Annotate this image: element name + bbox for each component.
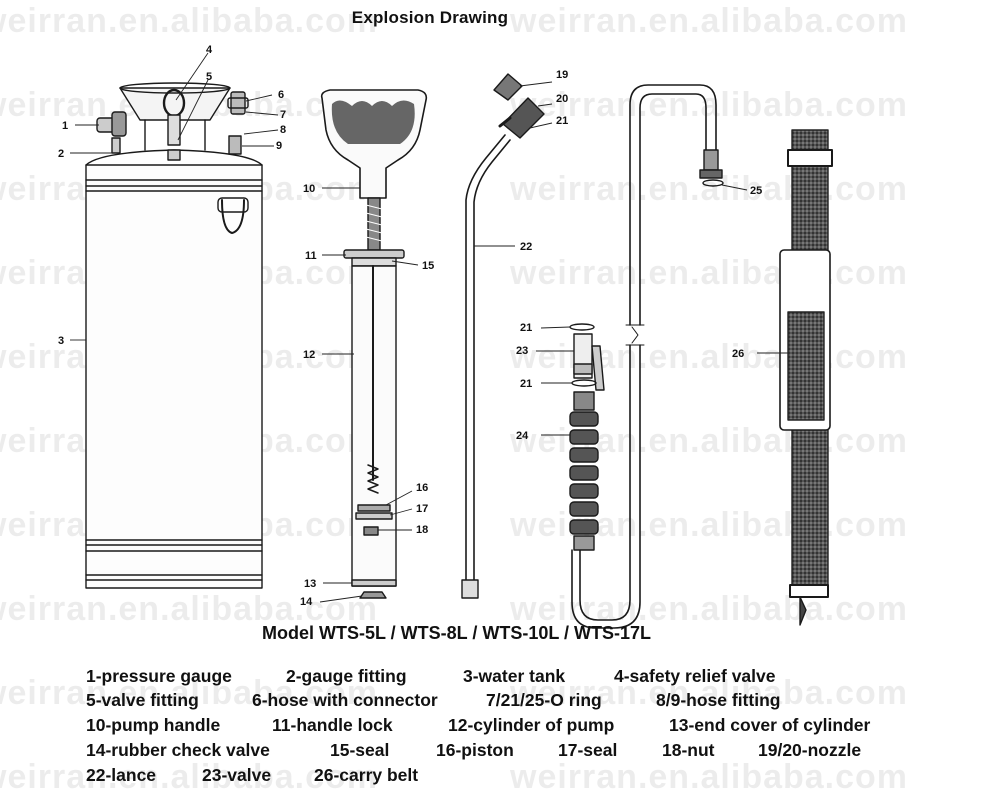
callout-5: 5 bbox=[206, 71, 212, 83]
callout-12: 12 bbox=[303, 349, 315, 361]
hose-assembly bbox=[569, 84, 724, 629]
legend-item: 2-gauge fitting bbox=[286, 666, 407, 686]
piston bbox=[357, 504, 391, 512]
water-tank bbox=[85, 164, 263, 589]
legend-item: 13-end cover of cylinder bbox=[669, 715, 871, 735]
belt-bottom-buckle bbox=[789, 584, 829, 598]
o-ring-valve-top bbox=[569, 323, 595, 331]
legend-item: 11-handle lock bbox=[272, 715, 393, 735]
callout-14: 14 bbox=[300, 596, 313, 608]
callout-22: 22 bbox=[520, 241, 532, 253]
hose-connector-grip bbox=[569, 391, 599, 551]
tank-handle-loop bbox=[221, 199, 245, 234]
callout-1: 1 bbox=[62, 120, 68, 132]
handle-lock-disc bbox=[343, 249, 405, 259]
safety-relief-valve bbox=[167, 114, 181, 146]
callout-7: 7 bbox=[280, 109, 286, 121]
callout-2: 2 bbox=[58, 148, 64, 160]
hose-fitting bbox=[228, 135, 242, 155]
legend-item: 14-rubber check valve bbox=[86, 740, 270, 760]
hose-end-fitting bbox=[699, 149, 723, 179]
tank-funnel bbox=[119, 87, 231, 121]
spray-hose bbox=[629, 84, 717, 326]
callout-leaders bbox=[70, 52, 788, 603]
legend-item: 6-hose with connector bbox=[252, 690, 438, 710]
carry-belt bbox=[779, 129, 833, 626]
callout-18: 18 bbox=[416, 524, 428, 536]
callout-8: 8 bbox=[280, 124, 286, 136]
cylinder-end-cover bbox=[351, 579, 397, 587]
o-ring-lance bbox=[498, 116, 512, 128]
callout-21b: 21 bbox=[520, 322, 532, 334]
legend-item: 16-piston bbox=[436, 740, 514, 760]
pump-handle-grip bbox=[331, 100, 415, 144]
seal-bottom bbox=[355, 512, 393, 520]
o-ring-valve-bottom bbox=[571, 379, 597, 387]
belt-strap-tail bbox=[799, 596, 807, 626]
legend-item: 19/20-nozzle bbox=[758, 740, 862, 760]
callout-21a: 21 bbox=[556, 115, 568, 127]
callout-20: 20 bbox=[556, 93, 568, 105]
page-title: Explosion Drawing bbox=[351, 8, 509, 27]
callout-6: 6 bbox=[278, 89, 284, 101]
callout-3: 3 bbox=[58, 335, 64, 347]
callout-13: 13 bbox=[304, 578, 316, 590]
tank-handle-bracket bbox=[217, 197, 249, 213]
callout-25: 25 bbox=[750, 185, 762, 197]
piston-spring bbox=[367, 464, 379, 494]
legend-item: 22-lance bbox=[86, 765, 157, 785]
callout-21c: 21 bbox=[520, 378, 532, 390]
pump-assembly bbox=[320, 89, 428, 599]
callout-17: 17 bbox=[416, 503, 428, 515]
callout-24: 24 bbox=[516, 430, 529, 442]
callout-4: 4 bbox=[206, 44, 213, 56]
nozzle-tip bbox=[493, 73, 523, 101]
legend-item: 12-cylinder of pump bbox=[448, 715, 615, 735]
seal-top bbox=[351, 257, 397, 267]
legend-item: 7/21/25-O ring bbox=[486, 690, 602, 710]
callout-11: 11 bbox=[305, 250, 317, 262]
legend-item: 23-valve bbox=[202, 765, 272, 785]
belt-top-buckle bbox=[787, 149, 833, 167]
legend-item: 26-carry belt bbox=[314, 765, 419, 785]
legend-item: 3-water tank bbox=[463, 666, 566, 686]
nut bbox=[363, 526, 379, 536]
callout-19: 19 bbox=[556, 69, 568, 81]
o-ring-hose bbox=[702, 179, 724, 187]
lance-assembly bbox=[461, 73, 545, 599]
legend-item: 8/9-hose fitting bbox=[656, 690, 781, 710]
callout-16: 16 bbox=[416, 482, 428, 494]
callout-numbers: 1 2 3 4 5 6 7 8 9 10 11 15 12 16 17 18 1… bbox=[58, 44, 762, 608]
gauge-fitting bbox=[111, 137, 121, 154]
callout-26: 26 bbox=[732, 348, 744, 360]
legend-item: 18-nut bbox=[662, 740, 715, 760]
hose-connector-left bbox=[227, 91, 249, 115]
legend-item: 5-valve fitting bbox=[86, 690, 199, 710]
callout-10: 10 bbox=[303, 183, 315, 195]
callout-23: 23 bbox=[516, 345, 528, 357]
funnel-neck bbox=[144, 119, 206, 151]
valve-fitting bbox=[167, 149, 181, 161]
pressure-gauge bbox=[96, 111, 127, 137]
callout-15: 15 bbox=[422, 260, 434, 272]
legend-item: 17-seal bbox=[558, 740, 618, 760]
water-tank-assembly bbox=[85, 82, 263, 589]
legend-item: 4-safety relief valve bbox=[614, 666, 776, 686]
lance-base-fitting bbox=[461, 579, 479, 599]
legend-item: 10-pump handle bbox=[86, 715, 221, 735]
lance-tube bbox=[465, 134, 506, 586]
model-caption: Model WTS-5L / WTS-8L / WTS-10L / WTS-17… bbox=[262, 623, 652, 643]
shut-off-valve bbox=[573, 333, 605, 391]
legend-item: 1-pressure gauge bbox=[86, 666, 232, 686]
rubber-check-valve bbox=[359, 591, 387, 599]
callout-9: 9 bbox=[276, 140, 282, 152]
legend-item: 15-seal bbox=[330, 740, 390, 760]
nozzle bbox=[502, 97, 545, 139]
